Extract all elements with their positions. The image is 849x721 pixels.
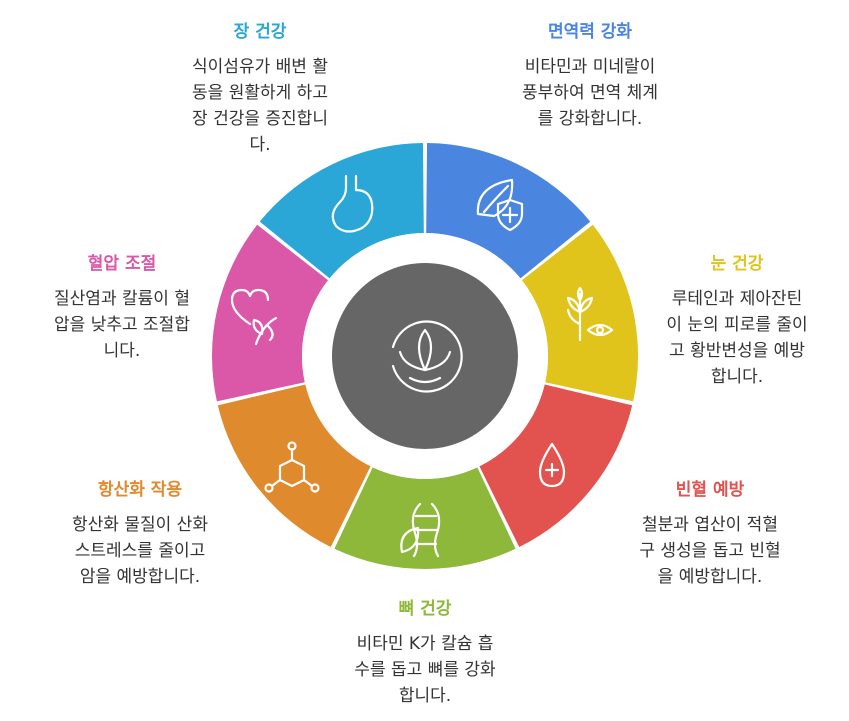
segment-anemia-prevention bbox=[479, 384, 633, 548]
lotus-icon bbox=[391, 320, 463, 393]
benefit-description: 식이섬유가 배변 활 동을 원활하게 하고 장 건강을 증진합니 다. bbox=[192, 57, 328, 155]
benefit-title: 뼈 건강 bbox=[398, 599, 452, 619]
benefit-description: 비타민 K가 칼슘 흡 수를 돕고 뼈를 강화 합니다. bbox=[354, 634, 496, 706]
blood-drop-icon bbox=[538, 442, 566, 488]
leaf-shield-icon bbox=[476, 178, 524, 232]
benefit-description: 항산화 물질이 산화 스트레스를 줄이고 암을 예방합니다. bbox=[72, 515, 208, 587]
benefit-description: 철분과 엽산이 적혈 구 생성을 돕고 빈혈 을 예방합니다. bbox=[639, 515, 781, 587]
benefit-title: 빈혈 예방 bbox=[675, 480, 745, 500]
benefit-title: 혈압 조절 bbox=[87, 254, 157, 274]
center-hub bbox=[332, 263, 518, 449]
benefit-description: 루테인과 제아잔틴 이 눈의 피로를 줄이 고 황반변성을 예방 합니다. bbox=[666, 289, 808, 387]
segment-gut-health bbox=[259, 143, 424, 279]
benefit-title: 항산화 작용 bbox=[97, 480, 183, 500]
stomach-icon bbox=[331, 174, 374, 233]
dna-leaf-icon bbox=[400, 502, 441, 558]
benefit-description: 질산염과 칼륨이 혈 압을 낮추고 조절합 니다. bbox=[54, 289, 190, 361]
benefit-description: 비타민과 미네랄이 풍부하여 면역 체계 를 강화합니다. bbox=[522, 57, 658, 129]
segment-bone-health bbox=[334, 467, 516, 570]
plant-eye-icon bbox=[566, 286, 614, 342]
molecule-icon bbox=[264, 441, 320, 493]
benefit-title: 눈 건강 bbox=[710, 254, 764, 274]
segment-antioxidant bbox=[217, 384, 371, 548]
segment-blood-pressure bbox=[212, 224, 329, 402]
benefit-title: 면역력 강화 bbox=[547, 22, 633, 42]
benefit-title: 장 건강 bbox=[233, 22, 287, 42]
heart-leaf-icon bbox=[230, 288, 278, 346]
segment-immunity bbox=[426, 143, 591, 279]
